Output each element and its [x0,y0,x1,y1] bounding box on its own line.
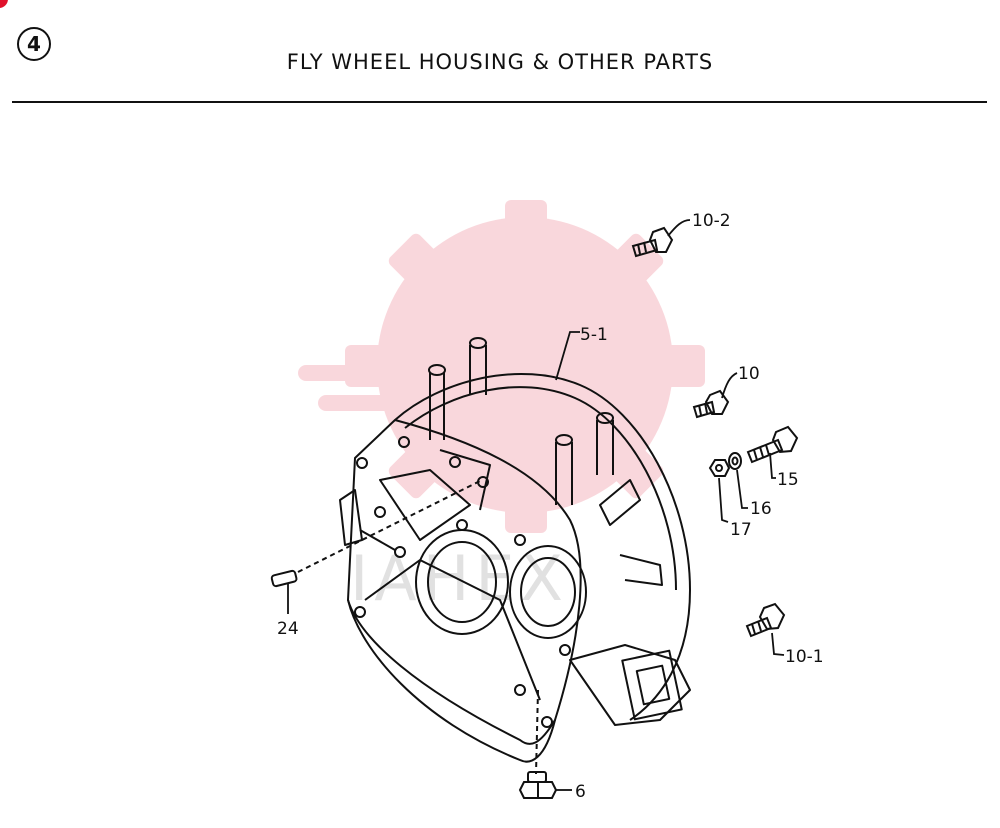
callout-16: 16 [750,499,772,519]
bolt-10-1 [745,602,786,638]
callout-24: 24 [277,619,299,639]
corner-red-mark [0,0,8,8]
nut-17 [708,459,731,477]
bolt-10-2 [631,226,674,258]
page-number-badge: 4 [17,27,51,61]
watermark-gear-logo [298,200,705,533]
callout-10-1: 10-1 [785,647,824,667]
callout-10: 10 [738,364,760,384]
callout-5-1: 5-1 [580,325,608,345]
title-divider [12,101,987,103]
callout-15: 15 [777,470,799,490]
washer-16 [728,452,742,470]
callout-17: 17 [730,520,752,540]
page-number: 4 [27,32,41,56]
dowel-pin [270,479,483,588]
bolt-15 [746,425,799,464]
callout-10-2: 10-2 [692,211,731,231]
page-title: FLY WHEEL HOUSING & OTHER PARTS [286,50,714,74]
flywheel-housing [339,337,691,763]
leader-lines [287,219,785,791]
watermark-text: IAHEX [350,542,569,615]
bolt-10 [692,389,730,419]
callout-6: 6 [575,782,586,802]
